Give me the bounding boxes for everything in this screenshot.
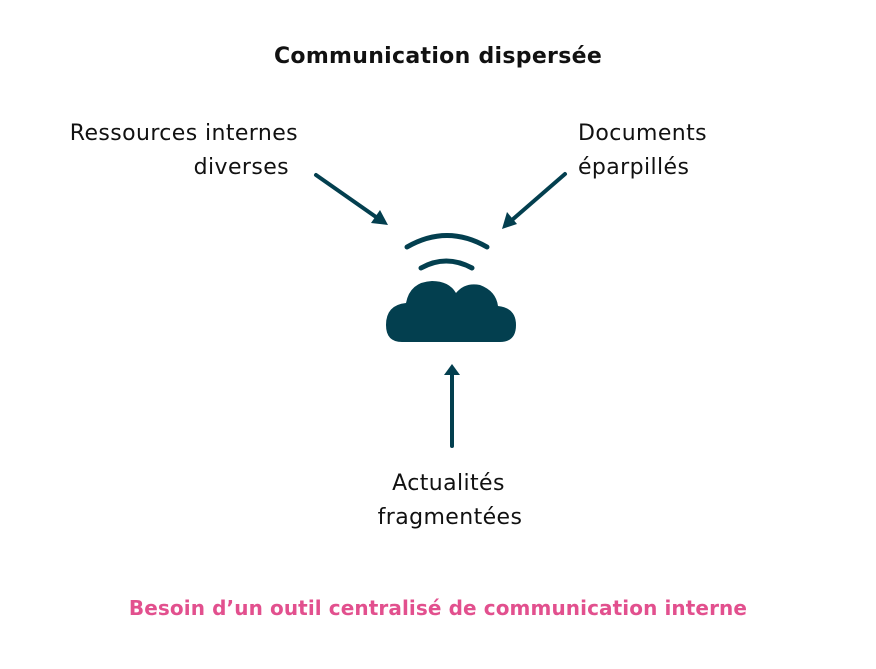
arrow-down-left-icon	[502, 172, 567, 229]
diagram-title: Communication dispersée	[273, 44, 603, 69]
wifi-arc-inner	[418, 258, 475, 271]
wifi-arc-outer	[404, 233, 490, 250]
arrow-down-right-icon	[314, 173, 388, 225]
source-label-line: diverses	[193, 155, 289, 180]
cloud-shape	[386, 281, 516, 342]
conclusion-text: Besoin d’un outil centralisé de communic…	[128, 596, 748, 620]
source-label-line: éparpillés	[578, 155, 690, 180]
source-label-documents: Documents éparpillés	[578, 117, 707, 185]
arrow-up-icon	[444, 364, 460, 448]
cloud-wifi-icon	[386, 233, 516, 342]
source-label-internal-resources: Ressources internes diverses	[70, 117, 298, 185]
source-label-news: Actualités fragmentées	[300, 467, 600, 535]
source-label-line: Documents	[578, 121, 708, 146]
source-label-line: Actualités	[392, 471, 505, 496]
source-label-line: Ressources internes	[69, 121, 298, 146]
source-label-line: fragmentées	[377, 505, 523, 530]
